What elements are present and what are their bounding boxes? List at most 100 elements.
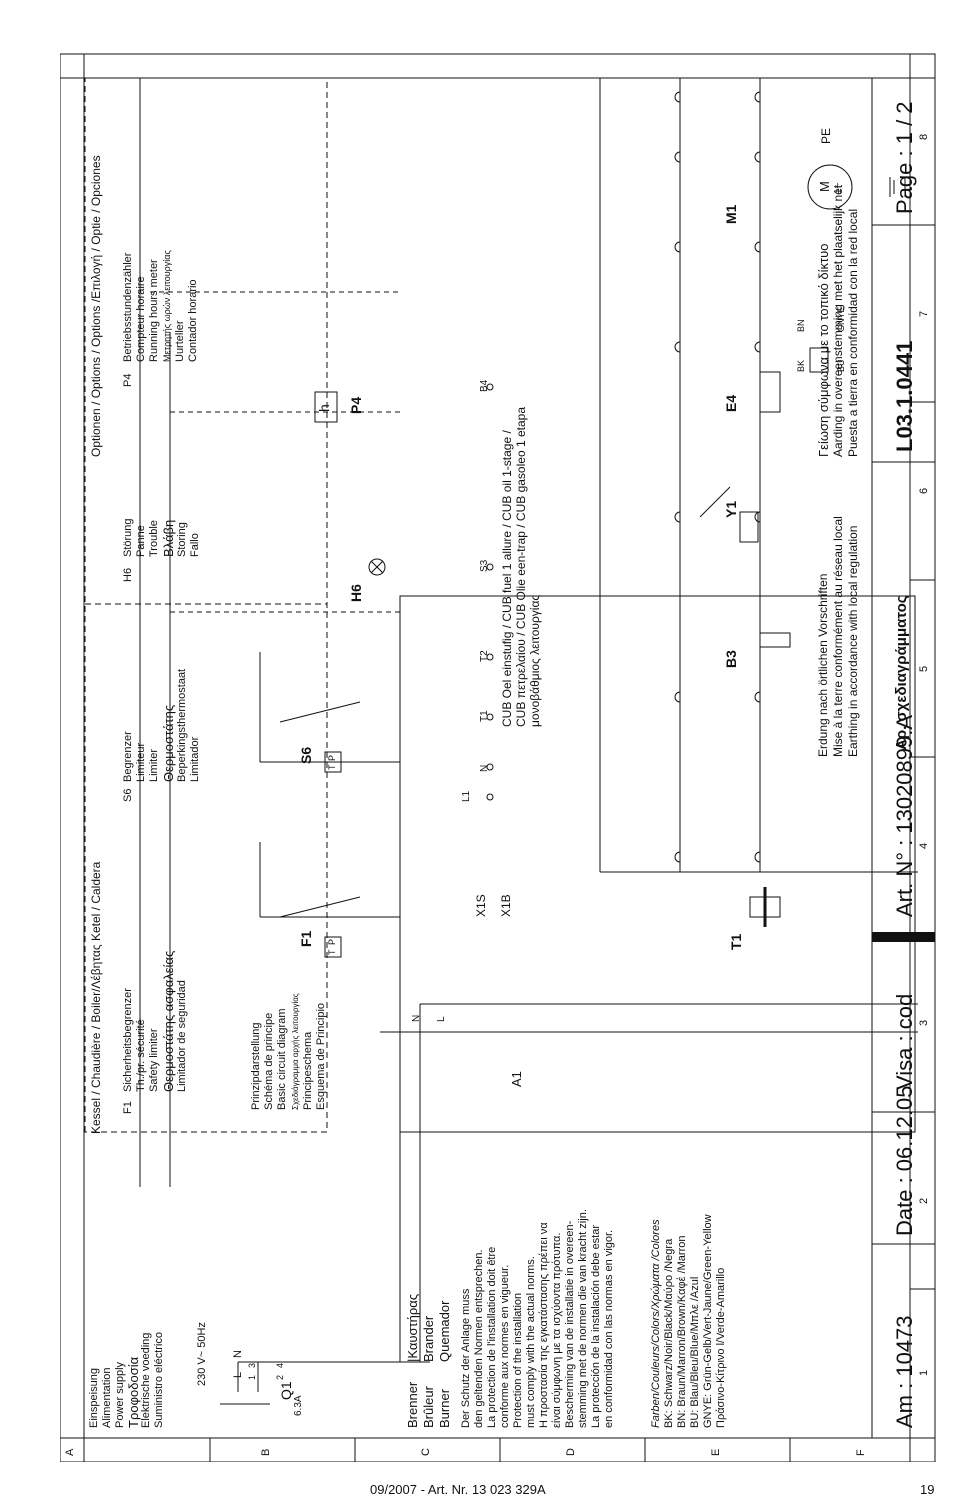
note-line: Η προστασία της εγκατάστασης πρέπει να	[538, 1222, 550, 1428]
zone-number: 7	[918, 310, 930, 317]
principle-labels: Prinzipdarstellung Schéma de principe Ba…	[250, 993, 328, 1110]
earthing-line: Aarding in overeenstemming met het plaat…	[831, 184, 845, 457]
note-line: den geltenden Normen entsprechen.	[473, 1249, 485, 1428]
zone-letter: F	[855, 1449, 867, 1456]
cub-line: CUB πετρελαίου / CUB Olie een-trap / CUB…	[514, 407, 528, 727]
p4-line: Contador horario	[187, 279, 199, 362]
burner-line: Brûleur	[421, 1386, 436, 1428]
s6-line: Limitador	[189, 736, 201, 782]
color-line: BN: Braun/Marron/Brown/Καφέ /Marron	[676, 1235, 688, 1429]
p4-line: Compteur horaire	[135, 276, 147, 362]
principle-line: Σχεδιάγραμμα αρχής λειτουργίας	[291, 993, 300, 1110]
q1-pin: 4	[275, 1362, 285, 1368]
x1s-label: X1S	[474, 894, 488, 917]
note-line: must comply with the actual norms.	[525, 1256, 537, 1428]
terminal-label: N	[479, 764, 490, 772]
note-line: La protection de l'installation doit êtr…	[486, 1246, 498, 1428]
note-line: Bescherming van de installatie in overee…	[564, 1220, 576, 1428]
p4-h: h	[316, 404, 332, 412]
s6-line: Beperkingsthermostaat	[176, 668, 188, 782]
zone-number: 8	[918, 133, 930, 140]
protection-notes: Der Schutz der Anlage muss den geltenden…	[460, 1209, 616, 1428]
t1-symbol: T1	[728, 933, 744, 950]
colors-title: Farben/Couleurs/Colors/Χρώματα /Colores	[650, 1219, 662, 1428]
burner-box	[399, 595, 916, 1133]
drawing-frame	[60, 53, 936, 1462]
s6-code: S6	[122, 788, 134, 802]
zone-letter: B	[260, 1448, 272, 1456]
note-line: Protection of the installation	[512, 1292, 524, 1428]
p4-line: Running hours meter	[148, 259, 160, 362]
color-line: BK: Schwarz/Noir/Black/Μαύρο /Negra	[663, 1238, 675, 1428]
terminal-label: T2	[479, 650, 490, 662]
zone-number: 3	[918, 1019, 930, 1026]
p4-code: P4	[122, 373, 134, 387]
options-header: Optionen / Options / Options /Επιλογή / …	[89, 155, 103, 457]
s6-t: T	[327, 764, 337, 771]
supply-line: Alimentation	[101, 1367, 113, 1428]
note-line: La protección de la instalación debe est…	[590, 1224, 602, 1428]
note-line: είναι σύμφωνη με τα ισχύοντα πρότυπα.	[551, 1232, 563, 1428]
zone-letter: D	[565, 1448, 577, 1456]
p4-line: Μετρητής ωρών λειτουργίας	[162, 250, 172, 362]
h6-line: Trouble	[148, 520, 160, 557]
titleblock-visa: Visa : cod	[892, 993, 917, 1090]
burner-translations: |Καυστήρας Brander Quemador	[405, 1294, 453, 1362]
titleblock-date: Date : 06.12.05	[892, 1085, 917, 1236]
terminal-label: T1	[479, 710, 490, 722]
h6-legend: Störung Panne Trouble Βλάβη Storing Fall…	[122, 518, 202, 557]
rotated-sheet: A B C D E F 1 2 3 4 5 6 7 8 Einspeisung …	[60, 32, 948, 1462]
zone-number: 5	[918, 665, 930, 672]
earthing-line: Puesta a tierra en conformidad con la re…	[846, 208, 860, 457]
supply-line: Τροφοδοσία	[126, 1356, 141, 1428]
s6-p: P	[327, 754, 337, 761]
supply-line: Elektrische voeding	[140, 1332, 152, 1428]
s6-line: Limiteur	[135, 742, 147, 782]
b3-symbol: B3	[723, 650, 739, 668]
note-line: Der Schutz der Anlage muss	[460, 1288, 472, 1428]
earthing-line: Γείωση σύμφωνα με το τοπικό δίκτυο	[816, 243, 831, 457]
cub-text: CUB Oel einstufig / CUB fuel 1 allure / …	[500, 407, 542, 727]
y1-symbol: Y1	[723, 500, 739, 518]
zone-letter: E	[710, 1448, 722, 1456]
earthing-line: Erdung nach örtlichen Vorschriften	[816, 573, 830, 757]
a1-label: A1	[509, 1071, 524, 1087]
burner-tr: Brander	[421, 1315, 436, 1362]
titleblock-separator	[872, 932, 935, 942]
wire-bk: BK	[796, 359, 806, 372]
supply-l: L	[232, 1371, 244, 1378]
h6-symbol: H6	[348, 584, 364, 602]
p4-symbol: P4	[348, 396, 364, 414]
f1-legend: Sicherheitsbegrenzer Th./pr. sécurité Sa…	[122, 951, 189, 1092]
zone-number: 6	[918, 487, 930, 494]
h6-code: H6	[122, 567, 134, 582]
h6-line: Storing	[176, 522, 188, 557]
s6-line: Begrenzer	[122, 731, 134, 782]
h6-line: Panne	[135, 525, 147, 557]
principle-line: Schéma de principe	[263, 1012, 275, 1110]
cub-line: μονοβάθμιος λειτουργίας	[528, 594, 542, 727]
bus-l: L	[436, 1016, 447, 1022]
boiler-header: Kessel / Chaudière / Boiler/Λέβητας Kete…	[89, 861, 103, 1134]
terminal-label: L1	[461, 790, 472, 802]
m1-symbol: M1	[723, 204, 739, 224]
q1-pin: 2	[275, 1374, 285, 1380]
s6-line: Θερμοστάτης	[161, 704, 176, 782]
f1-p: P	[327, 938, 337, 945]
h6-line: Βλάβη	[161, 519, 176, 557]
earthing-text-left: Erdung nach örtlichen Vorschriften Mise …	[816, 516, 861, 757]
supply-n: N	[232, 1350, 244, 1358]
cub-line: CUB Oel einstufig / CUB fuel 1 allure / …	[500, 430, 514, 727]
earthing-line: Mise à la terre conformément au réseau l…	[831, 516, 845, 757]
q1-pin: 3	[247, 1362, 257, 1368]
h6-line: Fallo	[189, 533, 201, 557]
terminal-label: B4	[479, 379, 490, 392]
color-line: BU: Blau/Bleu/Blue/Μπλε /Azul	[689, 1276, 701, 1428]
wire-colors: Farben/Couleurs/Colors/Χρώματα /Colores …	[650, 1214, 728, 1428]
zone-number: 1	[918, 1369, 930, 1376]
principle-line: Esquema de Principio	[315, 1002, 327, 1110]
titleblock-am: Am : 10473	[892, 1315, 917, 1428]
f1-line: Limitador de seguridad	[176, 980, 188, 1092]
zone-number: 4	[918, 842, 930, 849]
